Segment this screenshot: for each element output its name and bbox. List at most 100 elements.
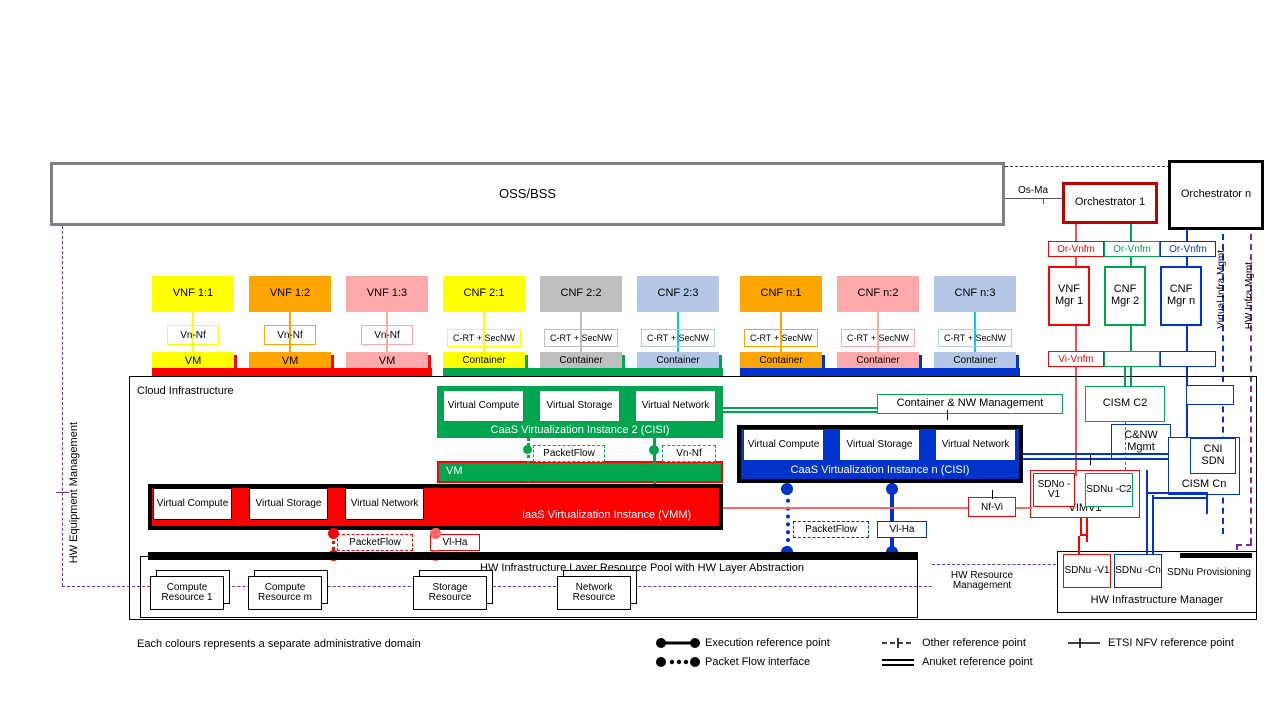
cismcn-to-sdnucn-b — [1152, 495, 1154, 554]
legend-label-other: Other reference point — [922, 637, 1026, 649]
cnfn-box-1[interactable]: CNF n:2 — [837, 276, 919, 312]
iaas-panel[interactable] — [148, 484, 723, 530]
anuket-reference-point-icon — [882, 659, 914, 666]
hw-resource-management-label: HW Resource Management — [932, 564, 1032, 598]
cnfn-box-0[interactable]: CNF n:1 — [740, 276, 822, 312]
vn-nf-ref-2: Vn-Nf — [361, 325, 413, 345]
container-nw-management-box[interactable]: Container & NW Management — [877, 394, 1063, 414]
vimv1-label: VIMV1 — [1068, 502, 1102, 515]
cnf2-box-1[interactable]: CNF 2:2 — [540, 276, 622, 312]
hw-equipment-management-label: HW Equipment Management — [68, 422, 80, 564]
cnf-mgr-n-label: CNF Mgr n — [1166, 283, 1196, 307]
sdnu-v1-box[interactable]: SDNu -V1 — [1063, 554, 1111, 588]
container-box-2-1[interactable]: Container — [540, 352, 622, 371]
sdnu-c2-box[interactable]: SDNu -C2 — [1085, 473, 1133, 507]
hw-pool-title: HW Infrastructure Layer Resource Pool wi… — [480, 562, 805, 574]
hw-pool-box[interactable] — [140, 556, 918, 618]
blue-bus-line-1 — [1023, 453, 1168, 455]
sdnu-c2-label: SDNu -C2 — [1086, 483, 1132, 495]
iaas-virtual-storage[interactable]: Virtual Storage — [249, 488, 328, 520]
c-rt-secnw-ref-2-2: C-RT + SecNW — [641, 329, 715, 347]
hw-infra-manager-title: HW Infrastructure Manager — [1090, 594, 1224, 606]
cisi2-vnnf-ref: Vn-Nf — [662, 445, 716, 462]
virtual-infra-mgmt-dashed — [1222, 234, 1224, 534]
cism-c2-box[interactable]: CISM C2 — [1085, 386, 1165, 422]
vnf-mgr-1-box[interactable]: VNF Mgr 1 — [1048, 266, 1090, 326]
cisin-packetflow-ref: PacketFlow — [793, 521, 869, 538]
blue-bus-line-2 — [1023, 458, 1168, 460]
container-box-2-0[interactable]: Container — [443, 352, 525, 371]
vm-label-2: VM — [378, 354, 396, 367]
cisi2-virtual-compute[interactable]: Virtual Compute — [444, 391, 523, 421]
c-nw-mgmt-label: C&NW Mgmt — [1124, 429, 1158, 453]
cni-sdn-box[interactable]: CNI SDN — [1190, 438, 1236, 474]
cisi2-virtual-network[interactable]: Virtual Network — [636, 391, 715, 421]
cnfn-label-1: CNF n:2 — [857, 287, 899, 300]
cisin-virtual-compute[interactable]: Virtual Compute — [744, 430, 823, 460]
cnf-mgr-2-box[interactable]: CNF Mgr 2 — [1104, 266, 1146, 326]
ossbss-box[interactable]: OSS/BSS — [50, 162, 1005, 226]
cisin-virtual-storage[interactable]: Virtual Storage — [840, 430, 919, 460]
hw-infra-mgmt-dashed-2 — [1236, 544, 1252, 546]
os-ma-label: Os-Ma — [1013, 182, 1053, 198]
cnf2-connector-1 — [580, 312, 582, 370]
container-box-n-0[interactable]: Container — [740, 352, 822, 371]
vnf-box-0[interactable]: VNF 1:1 — [152, 276, 234, 312]
container-box-n-2[interactable]: Container — [934, 352, 1016, 371]
cisi2-packetflow-dot-top — [523, 445, 532, 454]
cisin-title: CaaS Virtualization Instance n (CISI) — [790, 464, 970, 476]
cnw-mgmt-tick — [947, 410, 948, 420]
compute-resource-m[interactable]: Compute Resource m — [248, 576, 322, 610]
legend-label-anuket: Anuket reference point — [922, 656, 1033, 668]
sdnu-cn-box[interactable]: SDNu -Cn — [1114, 554, 1162, 588]
cisi2-virtual-storage[interactable]: Virtual Storage — [540, 391, 619, 421]
cisi2-title: CaaS Virtualization Instance 2 (CISI) — [490, 424, 670, 436]
cloud-infrastructure-box[interactable] — [129, 376, 1257, 620]
cnfmgr2-down-line — [1130, 326, 1132, 352]
iaas-virtual-compute[interactable]: Virtual Compute — [153, 488, 232, 520]
vm-box-2[interactable]: VM — [346, 352, 428, 371]
orchestrator-1-box[interactable]: Orchestrator 1 — [1062, 182, 1158, 224]
network-resource-label: Network Resource — [572, 581, 616, 603]
cnfmgr2-long-line — [1130, 367, 1132, 389]
legend-label-etsi: ETSI NFV reference point — [1108, 637, 1234, 649]
network-resource[interactable]: Network Resource — [557, 576, 631, 610]
cismcn-to-sdnucn-a — [1146, 470, 1148, 554]
sdnu-provisioning-label: SDNu Provisioning — [1167, 566, 1251, 578]
sdno-v1-box[interactable]: SDNo -V1 — [1033, 473, 1075, 507]
packet-flow-interface-icon — [656, 657, 700, 667]
sdnu-provisioning-box[interactable]: SDNu Provisioning — [1166, 558, 1252, 588]
hw-infra-mgmt-label: HW Infra Mgmt — [1244, 262, 1255, 330]
cism-c2-label: CISM C2 — [1102, 397, 1148, 410]
cnfmgrn-endpoint-box[interactable] — [1186, 385, 1234, 405]
iaas-group-bar — [152, 368, 432, 376]
cnfn-box-2[interactable]: CNF n:3 — [934, 276, 1016, 312]
storage-resource[interactable]: Storage Resource — [413, 576, 487, 610]
os-ma-tick — [1043, 192, 1044, 204]
vm-box-1[interactable]: VM — [249, 352, 331, 371]
cnf2-box-2[interactable]: CNF 2:3 — [637, 276, 719, 312]
or-vnfm-label-1: Or-Vnfm — [1048, 241, 1104, 257]
cisi2-vnnf-dot-top — [649, 445, 659, 455]
vm-box-0[interactable]: VM — [152, 352, 234, 371]
cnfmgrn-long-line — [1186, 367, 1188, 445]
vnf-box-2[interactable]: VNF 1:3 — [346, 276, 428, 312]
container-box-2-2[interactable]: Container — [637, 352, 719, 371]
cnfn-label-0: CNF n:1 — [760, 287, 802, 300]
compute-resource-1[interactable]: Compute Resource 1 — [150, 576, 224, 610]
cnf2-box-0[interactable]: CNF 2:1 — [443, 276, 525, 312]
cnw-mgmt-double-line-2 — [723, 411, 877, 413]
cisin-virtual-compute-label: Virtual Compute — [747, 438, 820, 450]
cni-sdn-label: CNI SDN — [1201, 443, 1225, 467]
c-rt-secnw-ref-n-0: C-RT + SecNW — [744, 329, 818, 347]
container-box-n-1[interactable]: Container — [837, 352, 919, 371]
sdno-v1-label: SDNo -V1 — [1037, 478, 1071, 500]
cisin-virtual-network[interactable]: Virtual Network — [936, 430, 1015, 460]
orchestrator-n-box[interactable]: Orchestrator n — [1168, 160, 1264, 230]
hw-equip-mgmt-dashed-left — [62, 226, 63, 586]
vnf-box-1[interactable]: VNF 1:2 — [249, 276, 331, 312]
compute-resource-1-label: Compute Resource 1 — [161, 581, 213, 603]
cnf-mgr-n-box[interactable]: CNF Mgr n — [1160, 266, 1202, 326]
footnote-text: Each colours represents a separate admin… — [137, 638, 421, 650]
iaas-virtual-network[interactable]: Virtual Network — [345, 488, 424, 520]
